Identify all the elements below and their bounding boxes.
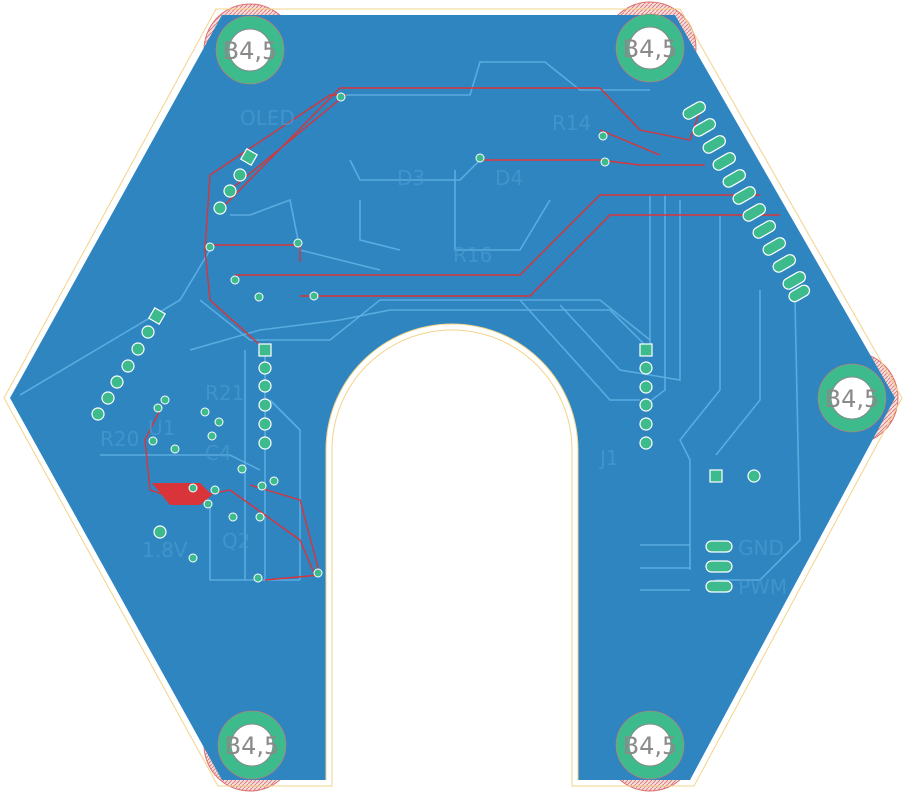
hole-label: B4,5: [223, 37, 278, 65]
mounting-hole-top-right: B4,5: [615, 13, 685, 83]
silk-label: R21: [205, 381, 244, 405]
silk-label: C4: [205, 441, 232, 465]
hole-label: B4,5: [825, 385, 880, 413]
silk-label: R16: [453, 243, 492, 267]
hole-label: B4,5: [225, 732, 280, 760]
header-j1-pads[interactable]: [153, 343, 761, 593]
silk-label: OLED: [240, 106, 295, 130]
silk-label: R14: [552, 111, 591, 135]
right-connector-pads[interactable]: [681, 100, 811, 304]
mounting-holes[interactable]: B4,5 B4,5 B4,5 B4,5 B4,5: [215, 13, 887, 780]
vias: [148, 92, 610, 583]
oled-header-pads[interactable]: [91, 147, 259, 421]
copper-pour: [10, 15, 895, 780]
silkscreen: OLED D3 D4 R14 R16 R20 R21 C4 U1 1.8V Q2…: [100, 106, 787, 599]
silk-label: Q2: [222, 529, 250, 553]
silk-label: D3: [397, 166, 425, 190]
mounting-hole-bottom-left: B4,5: [217, 710, 287, 780]
mounting-hole-top-left: B4,5: [215, 15, 285, 85]
hole-label: B4,5: [623, 732, 678, 760]
board-outline: [3, 8, 903, 787]
silk-label: 1.8V: [142, 538, 188, 562]
silk-label: R20: [100, 427, 139, 451]
mounting-hole-right: B4,5: [817, 363, 887, 433]
silk-label: PWM: [738, 575, 787, 599]
silk-label: J1: [598, 446, 619, 470]
mounting-hole-bottom-right: B4,5: [615, 710, 685, 780]
top-traces: [144, 87, 780, 581]
hole-label: B4,5: [623, 35, 678, 63]
silk-label: GND: [738, 536, 784, 560]
silk-label: D4: [495, 166, 523, 190]
silk-label: U1: [148, 416, 175, 440]
